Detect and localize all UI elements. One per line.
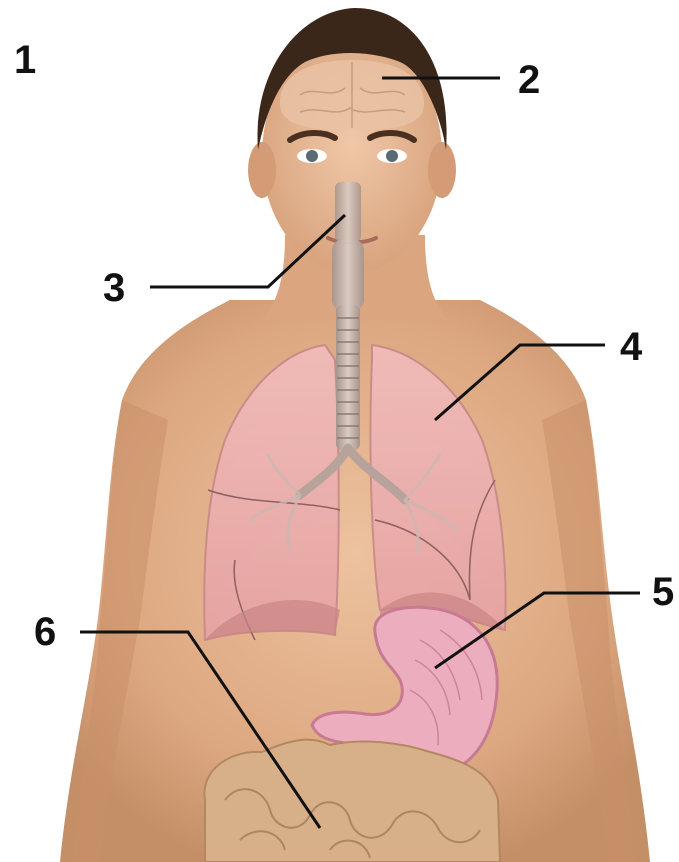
label-6: 6	[34, 612, 56, 652]
leader-line-6	[80, 632, 320, 828]
label-5: 5	[652, 572, 674, 612]
leader-line-4	[435, 345, 605, 420]
label-2: 2	[518, 60, 540, 100]
leader-line-3	[150, 215, 345, 287]
label-3: 3	[103, 268, 125, 308]
leader-line-5	[435, 593, 640, 668]
label-4: 4	[620, 327, 642, 367]
figure-number: 1	[14, 40, 36, 80]
